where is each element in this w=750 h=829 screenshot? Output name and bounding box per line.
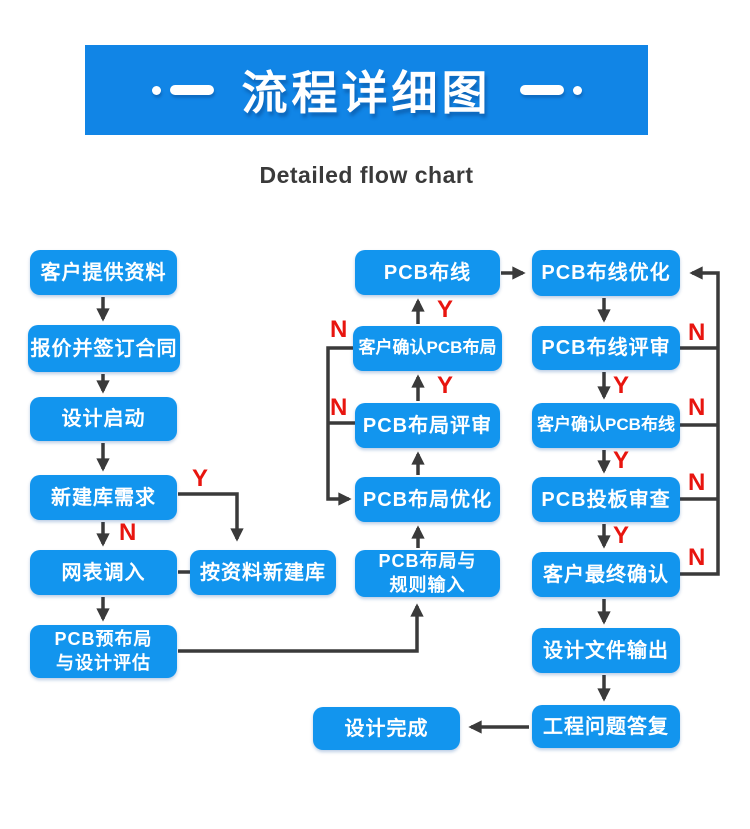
node-label-line2: 规则输入 — [389, 574, 466, 595]
dot-icon — [572, 85, 582, 95]
node-customer-confirm-pcb-layout: 客户确认PCB布局 — [353, 326, 502, 371]
node-netlist-import: 网表调入 — [30, 550, 177, 595]
decision-label-no: N — [688, 319, 706, 346]
node-design-start: 设计启动 — [30, 397, 177, 441]
decision-label-no: N — [688, 394, 706, 421]
node-label-line2: 与设计评估 — [56, 652, 151, 673]
decision-label-yes: Y — [437, 296, 454, 323]
decision-label-yes: Y — [613, 522, 630, 549]
node-pcb-routing: PCB布线 — [355, 250, 500, 295]
node-customer-final-confirmation: 客户最终确认 — [532, 552, 680, 597]
decision-label-yes: Y — [437, 372, 454, 399]
node-pcb-tapeout-review: PCB投板审查 — [532, 477, 680, 522]
dash-icon — [169, 85, 214, 95]
node-new-library-requirement: 新建库需求 — [30, 475, 177, 520]
decision-label-no: N — [330, 394, 348, 421]
dot-icon — [151, 85, 161, 95]
decision-label-no: N — [688, 469, 706, 496]
node-engineering-question-reply: 工程问题答复 — [532, 705, 680, 748]
node-customer-provides-materials: 客户提供资料 — [30, 250, 177, 295]
banner-left-decoration-icon — [151, 85, 214, 95]
title-banner: 流程详细图 — [85, 45, 648, 135]
banner-right-decoration-icon — [519, 85, 582, 95]
node-pcb-routing-review: PCB布线评审 — [532, 326, 680, 370]
node-pcb-layout-review: PCB布局评审 — [355, 403, 500, 448]
node-label-line1: PCB预布局 — [54, 629, 153, 650]
decision-label-no: N — [688, 544, 706, 571]
decision-label-yes: Y — [613, 372, 630, 399]
page-subtitle: Detailed flow chart — [259, 162, 474, 188]
node-pcb-layout-rules-input: PCB布局与 规则输入 — [355, 550, 500, 597]
node-design-complete: 设计完成 — [313, 707, 460, 750]
node-pcb-prelayout-evaluation: PCB预布局 与设计评估 — [30, 625, 177, 678]
node-customer-confirm-pcb-routing: 客户确认PCB布线 — [532, 403, 680, 448]
node-pcb-routing-optimization: PCB布线优化 — [532, 250, 680, 296]
decision-label-yes: Y — [192, 465, 209, 492]
decision-label-no: N — [119, 519, 137, 546]
node-pcb-layout-optimization: PCB布局优化 — [355, 477, 500, 522]
decision-label-yes: Y — [613, 447, 630, 474]
dash-icon — [519, 85, 564, 95]
node-build-library-from-materials: 按资料新建库 — [190, 550, 336, 595]
node-quote-and-sign-contract: 报价并签订合同 — [28, 325, 180, 372]
node-design-file-output: 设计文件输出 — [532, 628, 680, 673]
decision-label-no: N — [330, 316, 348, 343]
page-title: 流程详细图 — [241, 67, 492, 119]
node-label-line1: PCB布局与 — [378, 551, 477, 572]
